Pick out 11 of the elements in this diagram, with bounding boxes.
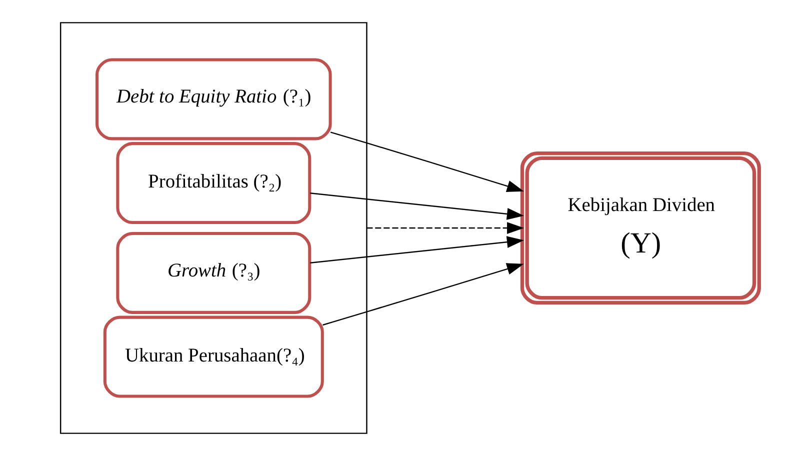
node-box: Ukuran Perusahaan(?₄)	[102, 316, 324, 398]
cluster	[59, 22, 367, 434]
arrow	[310, 236, 524, 264]
arrow	[366, 222, 524, 234]
arrow	[310, 192, 524, 220]
node-box: Growth (?₃)	[116, 232, 311, 314]
node-box: Profitabilitas (?₂)	[116, 142, 311, 224]
arrow	[322, 263, 524, 326]
node-box: Debt to Equity Ratio (?₁)	[95, 58, 332, 140]
arrow	[330, 132, 524, 192]
node-box: Kebijakan Dividen (Y)	[520, 151, 760, 305]
